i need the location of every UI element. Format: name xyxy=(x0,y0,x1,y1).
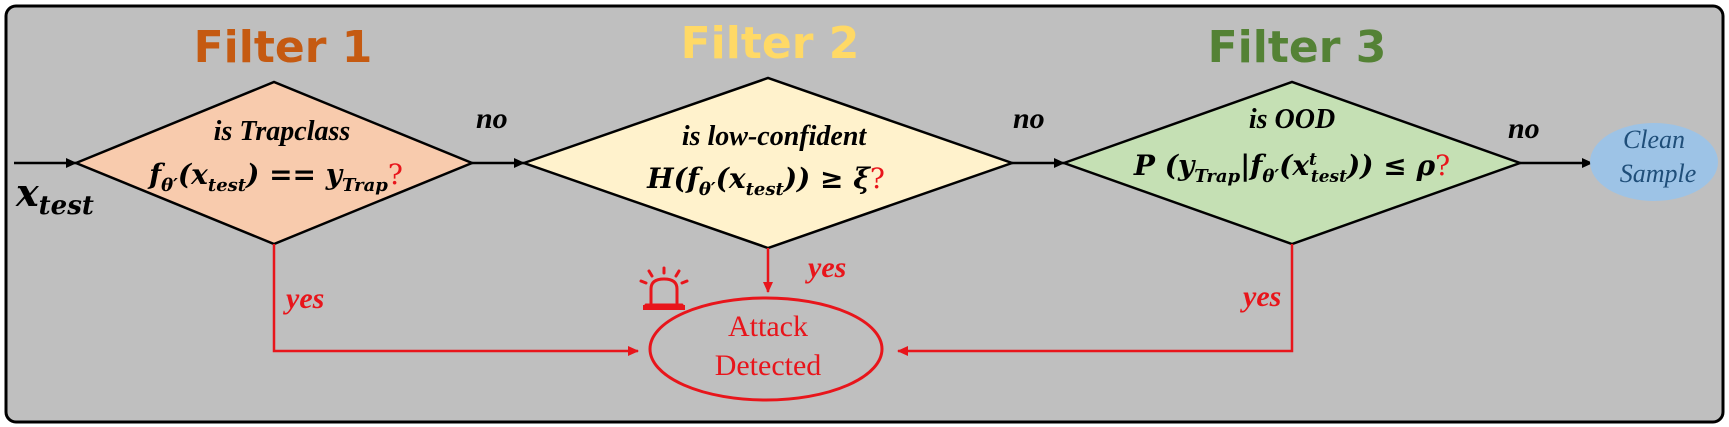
attack-detected-line-2: Detected xyxy=(715,349,822,382)
filter-2-condition: H(fθ′(xtest)) ≥ ξ? xyxy=(646,162,885,200)
filter-1-title: Filter 1 xyxy=(194,22,373,73)
clean-sample-line-1: Clean xyxy=(1623,125,1685,154)
no-label-1: no xyxy=(476,102,508,135)
filter-1-question: is Trapclass xyxy=(214,116,351,147)
attack-detected-ellipse xyxy=(648,296,884,402)
filter-2-title: Filter 2 xyxy=(681,18,860,69)
yes-label-2: yes xyxy=(805,251,846,284)
no-label-3: no xyxy=(1508,112,1540,145)
yes-label-3: yes xyxy=(1240,280,1281,313)
input-label: xtest xyxy=(15,170,94,221)
attack-detected-line-1: Attack xyxy=(728,310,808,343)
clean-sample-line-2: Sample xyxy=(1620,159,1697,188)
clean-sample-ellipse xyxy=(1590,123,1718,201)
no-label-2: no xyxy=(1013,102,1045,135)
filter-3-title: Filter 3 xyxy=(1208,22,1387,73)
yes-label-1: yes xyxy=(283,282,324,315)
filter-3-question: is OOD xyxy=(1249,104,1335,135)
yes-arrow-1 xyxy=(272,244,639,356)
siren-icon xyxy=(639,266,689,310)
filter-2-question: is low-confident xyxy=(682,121,868,152)
yes-arrow-3 xyxy=(897,244,1294,356)
